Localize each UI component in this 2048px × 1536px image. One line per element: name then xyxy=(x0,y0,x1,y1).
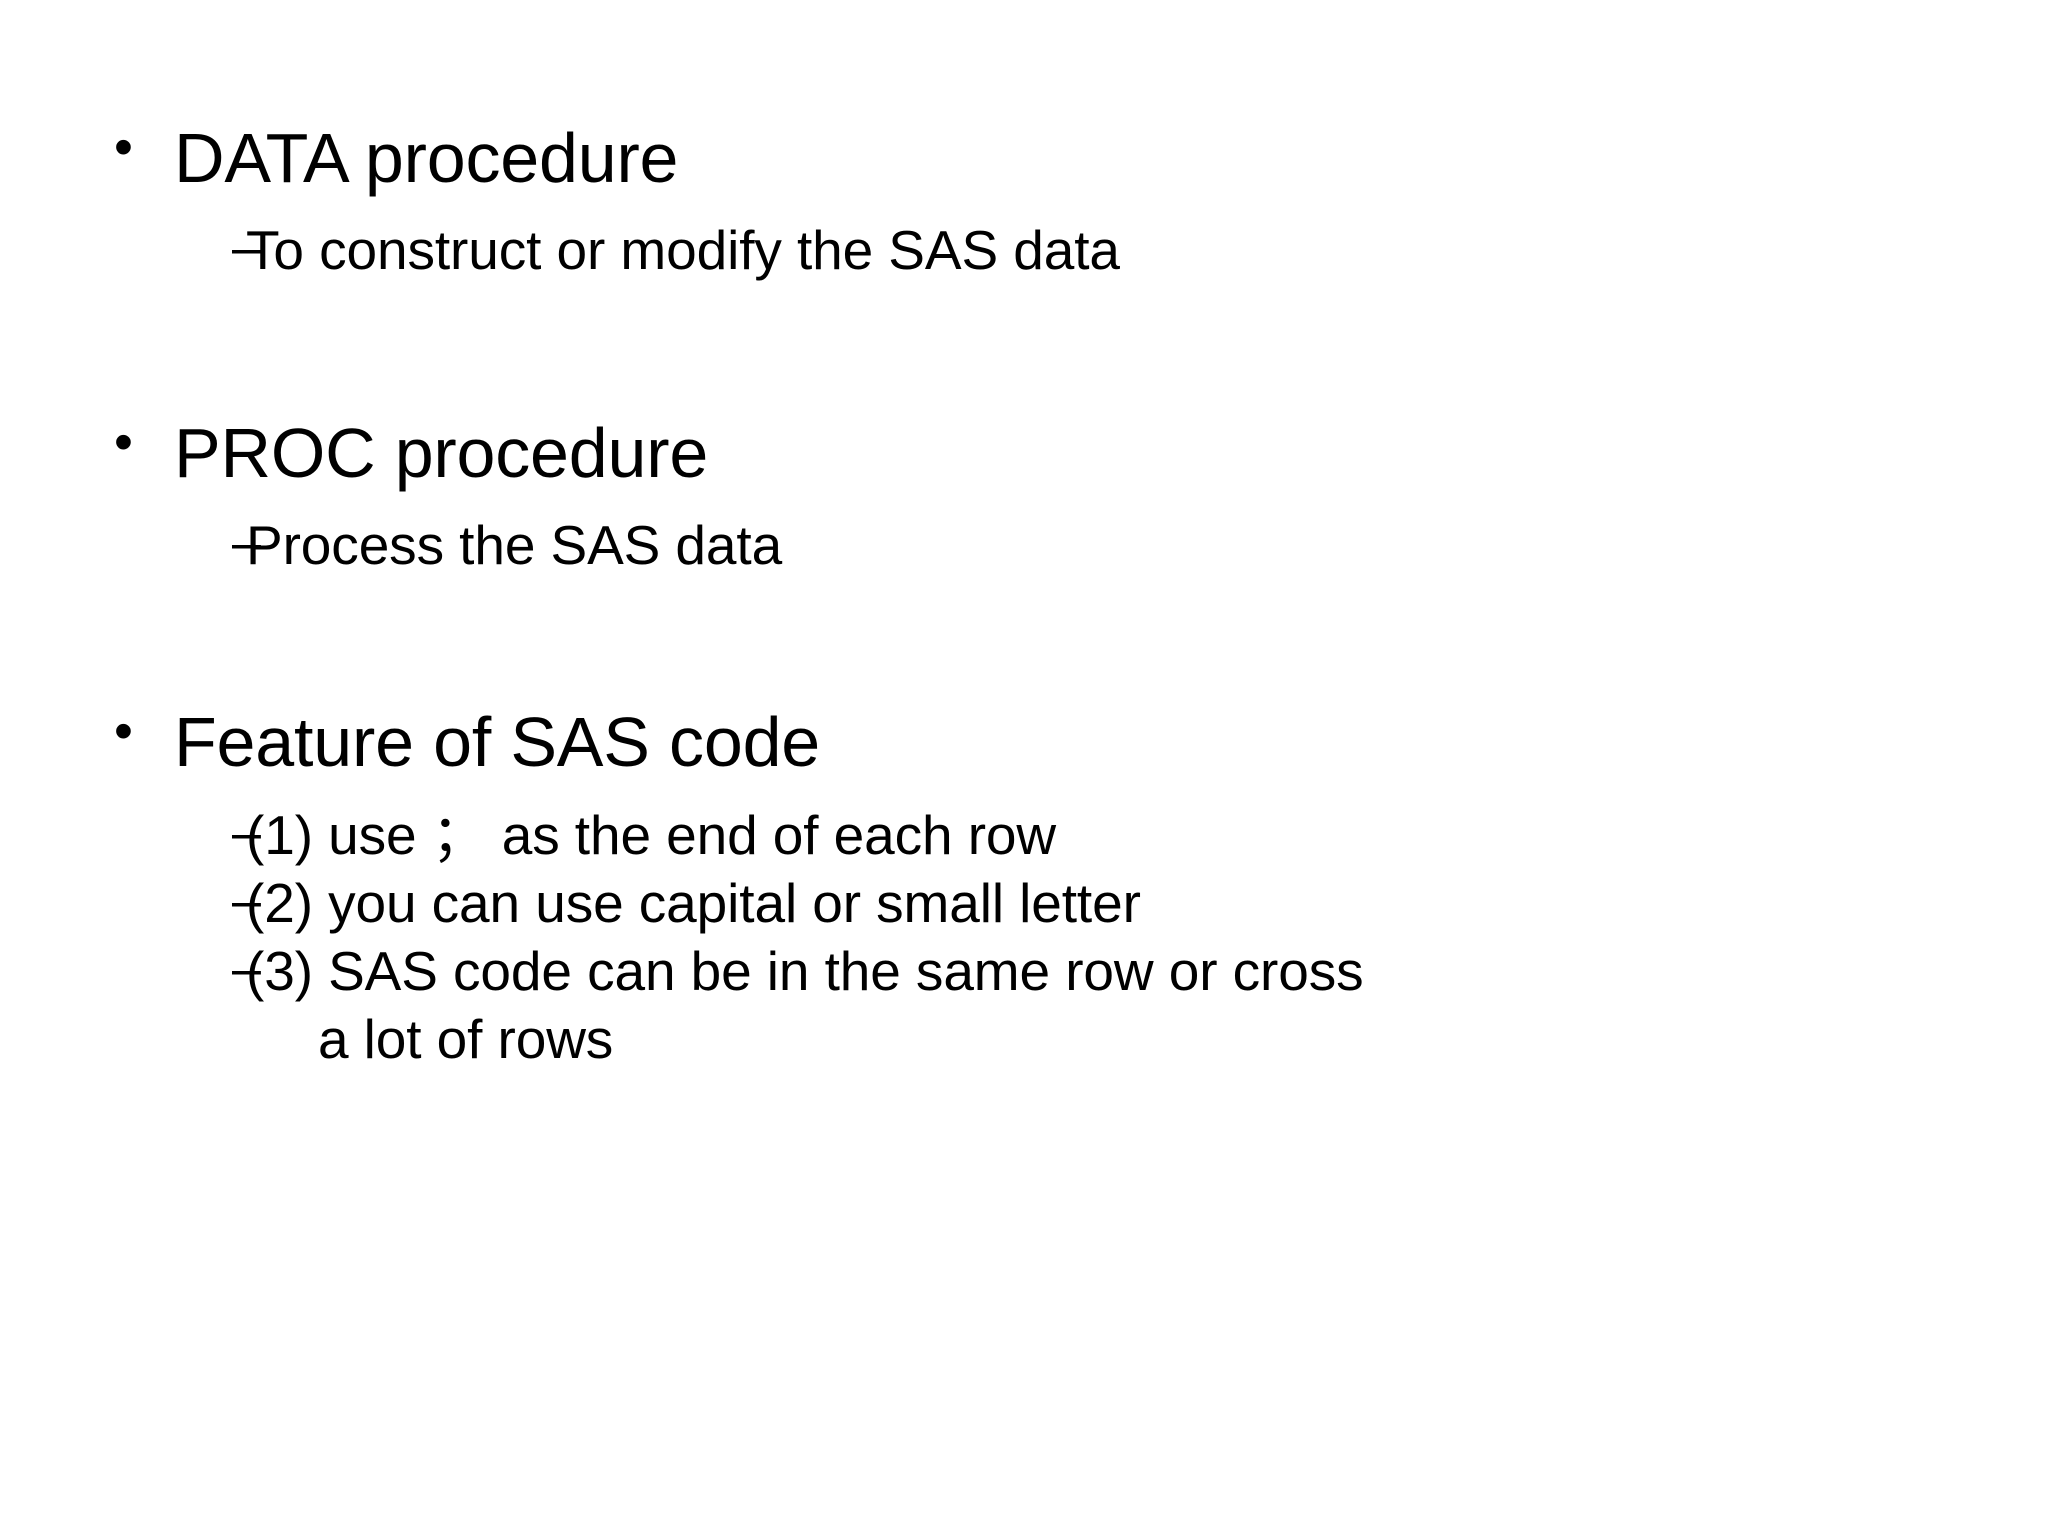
sub-bullet-text-feature-3-continuation: a lot of rows xyxy=(318,1007,614,1070)
bullet-group-feature-of-sas-code: • Feature of SAS code – (1) use ； as the… xyxy=(96,701,1952,1072)
sub-bullet-text-feature-1: (1) use ； as the end of each row xyxy=(246,803,1057,866)
sub-bullet-item-feature-1[interactable]: – (1) use ； as the end of each row xyxy=(96,802,1952,868)
section-spacer-2 xyxy=(96,580,1952,702)
bullet-dot-icon: • xyxy=(114,701,133,762)
en-dash-icon: – xyxy=(232,514,261,573)
bullet-dot-icon: • xyxy=(114,412,133,473)
bullet-group-proc-procedure: • PROC procedure – Process the SAS data xyxy=(96,412,1952,578)
sub-bullet-item-feature-3-continuation[interactable]: – a lot of rows xyxy=(96,1006,1952,1072)
bullet-text-data-procedure: DATA procedure xyxy=(174,119,679,197)
spacer xyxy=(96,205,1952,217)
sub-bullet-text-to-construct-or-modify: To construct or modify the SAS data xyxy=(246,219,1120,282)
spacer xyxy=(96,500,1952,512)
sub-bullet-text-process-the-sas-data: Process the SAS data xyxy=(246,514,783,577)
sub-bullet-item-feature-3[interactable]: – (3) SAS code can be in the same row or… xyxy=(96,938,1952,1004)
bullet-dot-icon: • xyxy=(114,117,133,177)
spacer xyxy=(96,790,1952,802)
bullet-item-data-procedure[interactable]: • DATA procedure xyxy=(96,117,1952,199)
bullet-group-data-procedure: • DATA procedure – To construct or modif… xyxy=(96,117,1952,283)
en-dash-icon: – xyxy=(232,939,261,998)
bullet-item-feature-of-sas-code[interactable]: • Feature of SAS code xyxy=(96,701,1952,783)
sub-bullet-item-to-construct-or-modify[interactable]: – To construct or modify the SAS data xyxy=(96,217,1952,283)
en-dash-icon: – xyxy=(232,803,261,862)
sub-bullet-text-feature-3: (3) SAS code can be in the same row or c… xyxy=(246,939,1364,1002)
section-spacer-1 xyxy=(96,285,1952,413)
en-dash-icon: – xyxy=(232,871,261,930)
bullet-item-proc-procedure[interactable]: • PROC procedure xyxy=(96,412,1952,494)
sub-bullet-item-process-the-sas-data[interactable]: – Process the SAS data xyxy=(96,512,1952,578)
bullet-text-feature-of-sas-code: Feature of SAS code xyxy=(174,703,821,782)
sub-bullet-item-feature-2[interactable]: – (2) you can use capital or small lette… xyxy=(96,870,1952,936)
en-dash-icon: – xyxy=(232,219,261,278)
bullet-text-proc-procedure: PROC procedure xyxy=(174,414,709,493)
sub-bullet-text-feature-2: (2) you can use capital or small letter xyxy=(246,871,1141,934)
